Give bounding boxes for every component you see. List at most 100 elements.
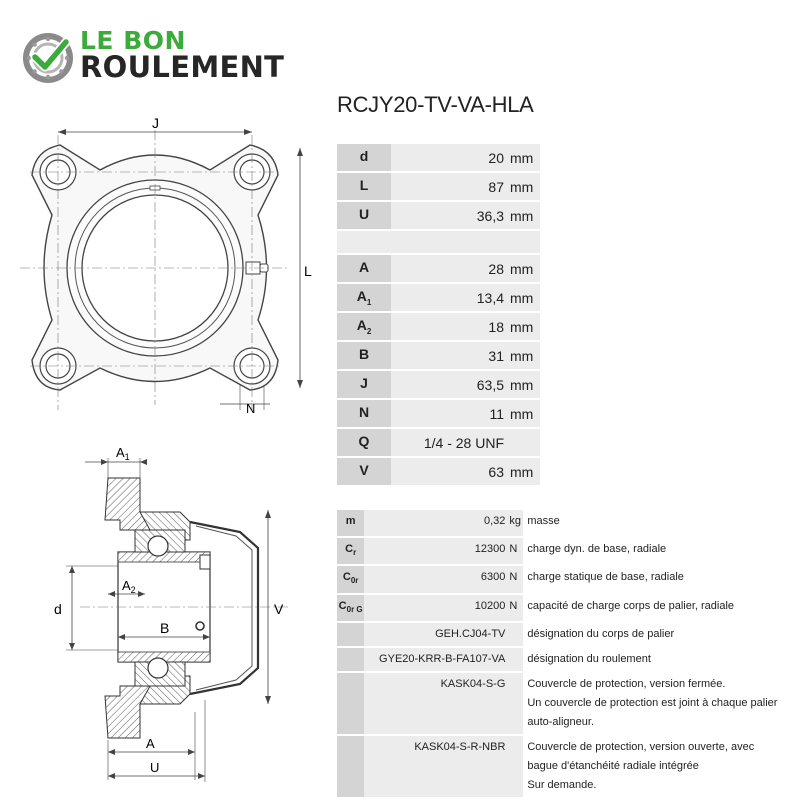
spec-description: désignation du roulement xyxy=(523,646,800,673)
spec-description-line: auto-aligneur. xyxy=(527,715,595,728)
label-J: J xyxy=(152,115,159,131)
brand-name-line1: LE BON xyxy=(80,26,186,55)
dimension-key: N xyxy=(337,399,391,429)
spec-description-line: désignation du roulement xyxy=(527,652,651,665)
dimension-unit xyxy=(508,428,540,458)
spec-key xyxy=(337,646,365,673)
spec-value: 6300 xyxy=(364,565,510,595)
dimension-key: L xyxy=(337,172,391,202)
spec-row: GYE20-KRR-B-FA107-VA désignation du roule… xyxy=(337,646,800,673)
spec-unit: N xyxy=(509,537,524,567)
spec-value: 0,32 xyxy=(364,510,510,539)
spec-description-line: Couvercle de protection, version ouverte… xyxy=(527,740,755,753)
bearing-check-icon xyxy=(23,33,73,83)
dimension-value: 63 xyxy=(391,457,508,487)
spec-description-line: charge statique de base, radiale xyxy=(527,571,684,584)
dimension-value: 1/4 - 28 UNF xyxy=(391,428,508,458)
brand-logo: LE BON ROULEMENT xyxy=(22,28,302,88)
spec-row: KASK04-S-R-NBR Couvercle de protection, v… xyxy=(337,734,800,799)
spec-key xyxy=(337,671,365,736)
spec-description: charge statique de base, radiale xyxy=(523,565,800,595)
spec-key xyxy=(337,734,365,799)
technical-drawings: J L N xyxy=(20,115,312,782)
dimension-value: 11 xyxy=(391,399,508,429)
spec-description: masse xyxy=(523,510,800,539)
dimension-value: 63,5 xyxy=(391,370,508,400)
dimension-unit: mm xyxy=(508,144,540,173)
spec-unit xyxy=(509,671,524,736)
dimension-value: 28 xyxy=(391,254,508,284)
spec-description: charge dyn. de base, radiale xyxy=(523,537,800,567)
spacer-cell xyxy=(508,230,540,255)
dimension-key: A1 xyxy=(337,283,391,313)
dimension-value: 13,4 xyxy=(391,283,508,313)
spec-value: GEH.CJ04-TV xyxy=(364,621,510,648)
spec-key: C0r xyxy=(337,565,365,595)
spec-unit xyxy=(509,646,524,673)
spec-description: Couvercle de protection, version ouverte… xyxy=(523,734,800,799)
dimension-key: d xyxy=(337,144,391,173)
spec-row: GEH.CJ04-TV désignation du corps de palie… xyxy=(337,621,800,648)
label-U: U xyxy=(150,760,159,775)
dimension-unit: mm xyxy=(508,201,540,231)
label-B: B xyxy=(160,620,169,636)
dimension-unit: mm xyxy=(508,312,540,342)
spec-unit: N xyxy=(509,565,524,595)
dimension-value: 20 xyxy=(391,144,508,173)
spec-description-line: bague d'étanchéité radiale intégrée xyxy=(527,759,699,772)
dimension-value: 36,3 xyxy=(391,201,508,231)
label-A1: A1 xyxy=(116,445,130,462)
spec-description: capacité de charge corps de palier, radi… xyxy=(523,593,800,623)
spec-value: KASK04-S-G xyxy=(364,671,510,736)
spec-key: C0r G xyxy=(337,593,365,623)
dimension-unit: mm xyxy=(508,341,540,371)
label-V: V xyxy=(274,601,284,617)
spec-key: m xyxy=(337,510,365,539)
spec-description-line: Couvercle de protection, version fermée. xyxy=(527,677,726,690)
dimension-key: Q xyxy=(337,428,391,458)
dimension-key: B xyxy=(337,341,391,371)
spacer-cell xyxy=(337,230,391,255)
spec-unit: N xyxy=(509,593,524,623)
label-A: A xyxy=(146,736,155,751)
dimension-key: A2 xyxy=(337,312,391,342)
spec-description-line: charge dyn. de base, radiale xyxy=(527,543,667,556)
dimension-key: A xyxy=(337,254,391,284)
dimension-key: U xyxy=(337,201,391,231)
spec-description-line: masse xyxy=(527,515,560,527)
spec-description: Couvercle de protection, version fermée.… xyxy=(523,671,800,736)
spec-value: KASK04-S-R-NBR xyxy=(364,734,510,799)
dimension-unit: mm xyxy=(508,370,540,400)
spec-description-line: Sur demande. xyxy=(527,778,597,791)
spec-description: désignation du corps de palier xyxy=(523,621,800,648)
label-L: L xyxy=(304,263,312,279)
front-view-drawing: J L N xyxy=(20,115,312,416)
spec-value: GYE20-KRR-B-FA107-VA xyxy=(364,646,510,673)
dimension-unit: mm xyxy=(508,399,540,429)
dimension-key: J xyxy=(337,370,391,400)
spec-value: 10200 xyxy=(364,593,510,623)
dimension-value: 87 xyxy=(391,172,508,202)
spec-key xyxy=(337,621,365,648)
spec-description-line: capacité de charge corps de palier, radi… xyxy=(527,599,735,612)
brand-name-line2: ROULEMENT xyxy=(80,50,285,84)
dimension-value: 18 xyxy=(391,312,508,342)
label-A2: A2 xyxy=(122,578,136,595)
spacer-cell xyxy=(391,230,508,255)
